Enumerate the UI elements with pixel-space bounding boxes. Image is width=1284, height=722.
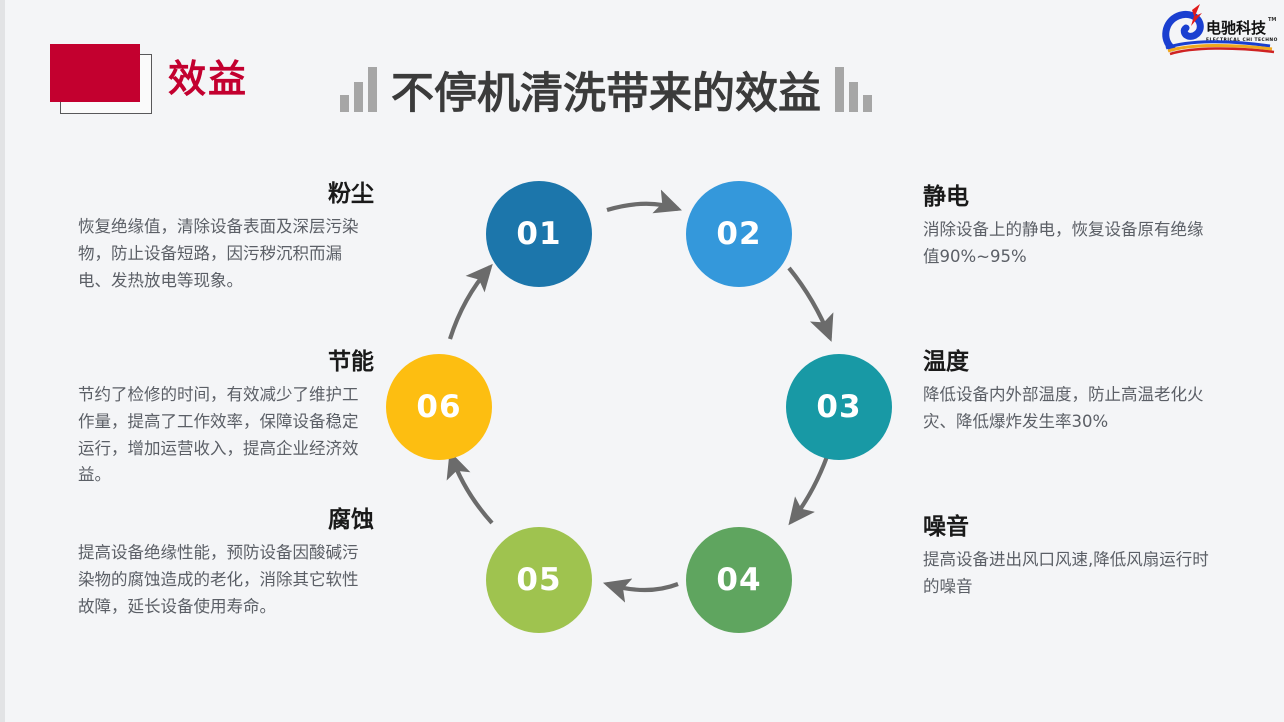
cycle-node-01[interactable]: 01 bbox=[486, 181, 592, 287]
info-block-body: 节约了检修的时间，有效减少了维护工作量，提高了工作效率，保障设备稳定运行，增加运… bbox=[78, 385, 359, 485]
arrow-05-to-06 bbox=[446, 451, 494, 525]
page-title-group: 不停机清洗带来的效益 bbox=[340, 66, 872, 116]
arrow-03-to-04 bbox=[788, 447, 832, 526]
svg-text:电驰科技: 电驰科技 bbox=[1206, 19, 1267, 37]
cycle-diagram: 01 02 03 04 05 06 bbox=[0, 150, 1284, 710]
info-block-body: 消除设备上的静电，恢复设备原有绝缘值90%~95% bbox=[923, 220, 1204, 267]
info-block-temperature: 温度 降低设备内外部温度，防止高温老化火灾、降低爆炸发生率30% bbox=[923, 349, 1219, 436]
info-block-heading: 温度 bbox=[923, 349, 969, 375]
section-tag-label: 效益 bbox=[168, 57, 249, 101]
info-block-corrosion: 腐蚀 提高设备绝缘性能，预防设备因酸碱污染物的腐蚀造成的老化，消除其它软性故障，… bbox=[78, 507, 374, 620]
info-block-heading: 节能 bbox=[328, 349, 374, 375]
tag-red-square bbox=[50, 44, 140, 102]
svg-text:TM: TM bbox=[1268, 17, 1276, 23]
page-title: 不停机清洗带来的效益 bbox=[391, 69, 821, 119]
arrow-01-to-02 bbox=[606, 189, 682, 214]
cycle-arrows bbox=[446, 189, 834, 603]
info-block-dust: 粉尘 恢复绝缘值，清除设备表面及深层污染物，防止设备短路，因污秽沉积而漏电、发热… bbox=[78, 181, 374, 294]
info-block-heading: 静电 bbox=[923, 184, 969, 210]
info-block-energy-saving: 节能 节约了检修的时间，有效减少了维护工作量，提高了工作效率，保障设备稳定运行，… bbox=[78, 349, 374, 489]
info-block-heading: 噪音 bbox=[923, 514, 969, 540]
cycle-node-05[interactable]: 05 bbox=[486, 527, 592, 633]
arrow-06-to-01 bbox=[447, 263, 493, 340]
info-block-body: 恢复绝缘值，清除设备表面及深层污染物，防止设备短路，因污秽沉积而漏电、发热放电等… bbox=[78, 217, 359, 290]
bar-chart-decor-right-icon bbox=[835, 66, 872, 112]
info-block-body: 降低设备内外部温度，防止高温老化火灾、降低爆炸发生率30% bbox=[923, 385, 1204, 432]
info-block-noise: 噪音 提高设备进出风口风速,降低风扇运行时的噪音 bbox=[923, 514, 1219, 601]
company-logo: 电驰科技 ELECTRICAL CHI TECHNOLOGY TM bbox=[1158, 2, 1278, 56]
cycle-node-02[interactable]: 02 bbox=[686, 181, 792, 287]
arrow-02-to-03 bbox=[787, 266, 834, 342]
section-tag-marker bbox=[50, 44, 152, 114]
info-block-body: 提高设备进出风口风速,降低风扇运行时的噪音 bbox=[923, 550, 1209, 597]
arrow-04-to-05 bbox=[602, 578, 679, 603]
cycle-node-03[interactable]: 03 bbox=[786, 354, 892, 460]
logo-mark-icon: 电驰科技 ELECTRICAL CHI TECHNOLOGY TM bbox=[1162, 4, 1278, 56]
cycle-node-06[interactable]: 06 bbox=[386, 354, 492, 460]
info-block-body: 提高设备绝缘性能，预防设备因酸碱污染物的腐蚀造成的老化，消除其它软性故障，延长设… bbox=[78, 543, 359, 616]
svg-text:ELECTRICAL CHI TECHNOLOGY: ELECTRICAL CHI TECHNOLOGY bbox=[1206, 37, 1278, 43]
cycle-node-04[interactable]: 04 bbox=[686, 527, 792, 633]
bar-chart-decor-left-icon bbox=[340, 66, 377, 112]
info-block-static-electricity: 静电 消除设备上的静电，恢复设备原有绝缘值90%~95% bbox=[923, 184, 1219, 271]
info-block-heading: 粉尘 bbox=[328, 181, 374, 207]
info-block-heading: 腐蚀 bbox=[328, 507, 374, 533]
left-edge-strip bbox=[0, 0, 5, 722]
